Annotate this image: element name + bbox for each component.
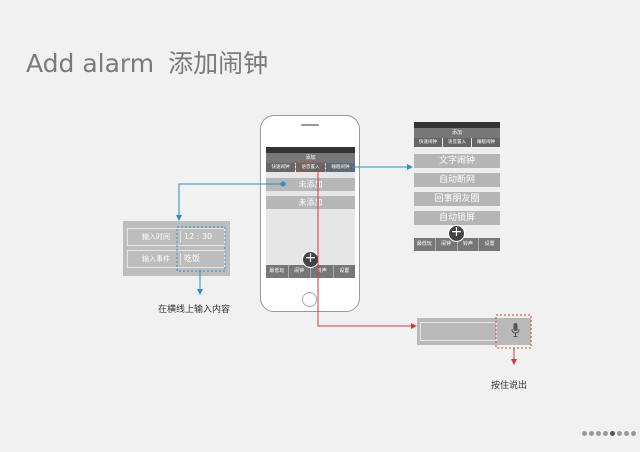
nav-item-settings[interactable]: 设置 xyxy=(479,238,500,251)
connector-blue-input xyxy=(176,183,283,221)
page-indicator xyxy=(582,431,636,436)
screen-header: 添加 xyxy=(266,153,355,163)
phone-screen: 添加 快速闹钟 语音置入 睡眠闹钟 未添加 未添加 最低玩 闹钟 铃声 设置 + xyxy=(266,147,355,278)
voice-text-area xyxy=(420,322,497,341)
nav-item-alarm[interactable]: 闹钟 xyxy=(288,265,311,278)
add-alarm-button[interactable]: + xyxy=(448,225,465,242)
bottom-nav: 最低玩 闹钟 铃声 设置 xyxy=(266,265,355,278)
option-auto-disconnect[interactable]: 自动断网 xyxy=(414,173,500,187)
page-dot[interactable] xyxy=(582,431,587,436)
input-hint-label: 在横线上输入内容 xyxy=(158,305,231,315)
option-auto-lock[interactable]: 自动锁屏 xyxy=(414,211,500,225)
tab-quick-alarm[interactable]: 快速闹钟 xyxy=(266,163,296,172)
alarm-item[interactable]: 未添加 xyxy=(266,196,355,209)
page-title-en: Add alarm xyxy=(26,49,155,78)
alarm-item[interactable]: 未添加 xyxy=(266,178,355,191)
event-label: 输入事件 xyxy=(142,255,170,263)
time-value[interactable]: 12 : 30 xyxy=(184,232,213,241)
field-divider xyxy=(180,253,181,265)
page-dot[interactable] xyxy=(596,431,601,436)
highlight-microphone xyxy=(495,314,532,349)
highlight-voice-tab xyxy=(295,161,326,172)
nav-item-settings[interactable]: 设置 xyxy=(333,265,355,278)
option-post-moments[interactable]: 回事朋友圈 xyxy=(414,192,500,206)
nav-item-play[interactable]: 最低玩 xyxy=(414,238,436,251)
page-title: Add alarm 添加闹钟 xyxy=(26,44,268,80)
page-title-zh: 添加闹钟 xyxy=(168,49,269,78)
tab-voice-input[interactable]: 语音置入 xyxy=(443,138,472,147)
event-value[interactable]: 吃饭 xyxy=(184,254,200,263)
tab-quick-alarm[interactable]: 快速闹钟 xyxy=(414,138,443,147)
highlight-sleep-tab xyxy=(324,161,354,172)
time-label: 输入时间 xyxy=(142,233,170,241)
nav-item-ringtone[interactable]: 铃声 xyxy=(457,238,480,251)
status-bar xyxy=(266,147,355,153)
option-text-alarm[interactable]: 文字闹钟 xyxy=(414,154,500,168)
screen-header: 添加 xyxy=(414,128,500,138)
voice-hint-label: 按住说出 xyxy=(491,381,528,391)
page-dot[interactable] xyxy=(631,431,636,436)
bottom-nav: 最低玩 闹钟 铃声 设置 xyxy=(414,238,500,251)
page-dot[interactable] xyxy=(589,431,594,436)
tab-sleep-alarm[interactable]: 睡眠闹钟 xyxy=(326,163,355,172)
voice-tab-screen: 添加 快速闹钟 语音置入 睡眠闹钟 文字闹钟 自动断网 回事朋友圈 自动锁屏 最… xyxy=(414,122,500,251)
voice-input-bar xyxy=(417,318,531,345)
tab-bar: 快速闹钟 语音置入 睡眠闹钟 xyxy=(414,138,500,147)
connector-red-voice xyxy=(317,171,417,329)
microphone-icon[interactable] xyxy=(511,323,520,337)
page-dot[interactable] xyxy=(603,431,608,436)
page-dot[interactable] xyxy=(610,431,615,436)
phone-home-button[interactable] xyxy=(302,292,317,307)
nav-item-play[interactable]: 最低玩 xyxy=(266,265,289,278)
tab-sleep-alarm[interactable]: 睡眠闹钟 xyxy=(472,138,500,147)
field-divider xyxy=(180,231,181,243)
phone-speaker xyxy=(301,124,319,126)
status-bar xyxy=(414,122,500,128)
highlight-input-values xyxy=(176,226,226,272)
page-dot[interactable] xyxy=(617,431,622,436)
nav-item-ringtone[interactable]: 铃声 xyxy=(311,265,334,278)
page-dot[interactable] xyxy=(624,431,629,436)
